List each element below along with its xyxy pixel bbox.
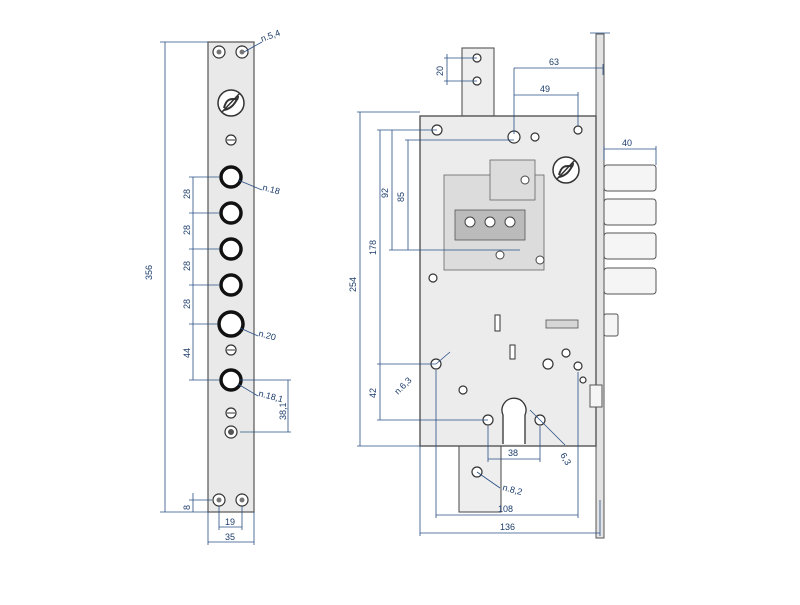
dim-85: 85 (396, 192, 406, 202)
bolt-ring-3 (219, 237, 243, 261)
dim-28-d: 28 (182, 299, 192, 309)
bolt-1 (603, 164, 657, 192)
label-n-18: n.18 (261, 182, 281, 196)
dim-136: 136 (500, 522, 515, 532)
dim-178: 178 (368, 240, 378, 255)
dim-108: 108 (498, 504, 513, 514)
bolt-ring-1 (219, 165, 243, 189)
cylinder-hole (501, 397, 527, 444)
dim-44: 44 (182, 348, 192, 358)
brand-logo-icon (217, 89, 245, 117)
dim-38-1: 38,1 (278, 402, 288, 420)
bolt-ring-2 (219, 201, 243, 225)
dim-38: 38 (508, 448, 518, 458)
dim-28-c: 28 (182, 261, 192, 271)
strike-plate: 356 28 28 28 28 44 8 19 35 38,1 n.5,4 (144, 28, 291, 545)
dim-92: 92 (380, 188, 390, 198)
label-n-8-2: n.8,2 (501, 482, 523, 497)
dim-40: 40 (622, 138, 632, 148)
bolt-4 (603, 267, 657, 295)
dim-49: 49 (540, 84, 550, 94)
dim-28-b: 28 (182, 225, 192, 235)
label-n-6-3: n.6,3 (392, 375, 413, 396)
bottom-tab (458, 443, 502, 513)
bolt-ring-5 (219, 368, 243, 392)
faceplate-strip (595, 33, 605, 539)
dim-42: 42 (368, 388, 378, 398)
dim-19: 19 (225, 517, 235, 527)
dim-28-a: 28 (182, 189, 192, 199)
label-n-20: n.20 (257, 328, 277, 342)
label-n-5-4: n.5,4 (259, 28, 281, 44)
label-6-3: 6,3 (558, 451, 573, 467)
dim-8: 8 (182, 505, 192, 510)
latch-ring (217, 310, 245, 338)
bolt-ring-4 (219, 273, 243, 297)
brand-logo-icon (552, 156, 580, 184)
bolt-3 (603, 232, 657, 260)
dim-356: 356 (144, 265, 154, 280)
dim-35: 35 (225, 532, 235, 542)
dim-254: 254 (348, 277, 358, 292)
label-n-18-1: n.18,1 (257, 388, 284, 404)
latch (603, 313, 619, 337)
dim-20: 20 (435, 66, 445, 76)
lock-body: 20 63 49 40 254 178 92 85 (348, 32, 657, 539)
dim-63: 63 (549, 57, 559, 67)
bolt-2 (603, 198, 657, 226)
